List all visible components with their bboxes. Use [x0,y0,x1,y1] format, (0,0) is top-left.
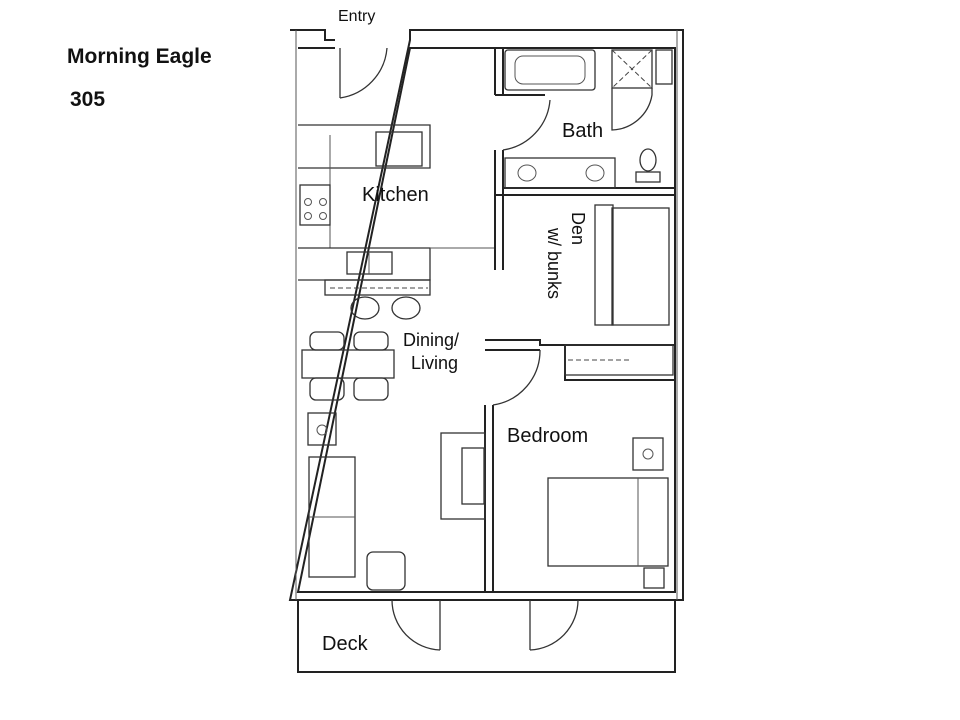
room-label-entry: Entry [338,8,376,25]
toilet [639,148,657,172]
armchair [366,551,406,591]
shelf [655,49,673,85]
unit-number: 305 [70,88,106,111]
shower [611,49,653,89]
fireplace [440,432,486,520]
room-label-den: Den [568,212,588,246]
kitchen-counters [298,124,495,296]
bunk-bed [594,204,614,326]
dining-table [301,331,395,401]
room-label-kitchen: Kitchen [362,184,429,206]
deck [297,599,676,673]
end-table [307,412,337,446]
stove [299,184,331,226]
nightstand [643,567,665,589]
room-label-living: Living [411,353,459,373]
bath-door [502,99,551,151]
bar-stool [350,296,380,320]
outer-walls [288,29,684,601]
shower-door [611,88,653,131]
room-label-bedroom: Bedroom [507,425,589,447]
room-label-bath: Bath [562,120,604,142]
property-name: Morning Eagle [67,45,212,68]
room-label-den-bunks: w/ bunks [544,228,564,300]
bathtub [504,49,596,91]
bar-counter [324,279,431,296]
room-label-deck: Deck [322,633,368,655]
room-label-dining: Dining/ [403,330,460,350]
vanity [504,157,616,189]
bed [547,477,669,567]
entry-door [339,47,388,99]
nightstand [632,437,664,471]
closet [564,344,674,376]
bedroom-door [492,349,541,406]
bar-stool [391,296,421,320]
